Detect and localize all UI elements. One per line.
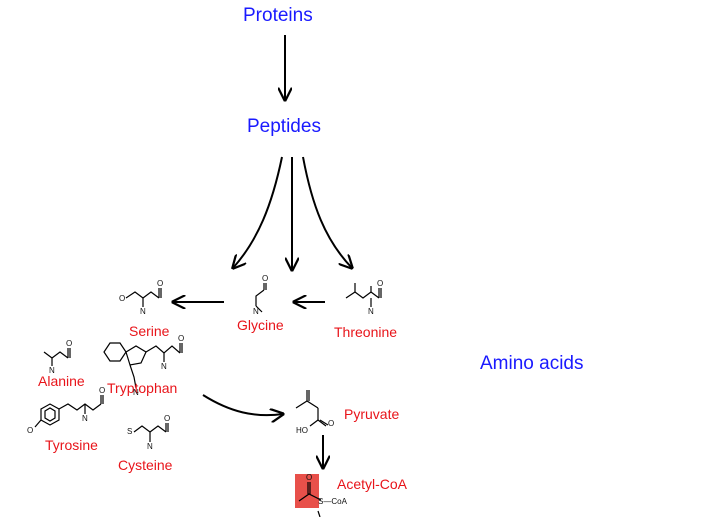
alanine-nitrogen: N [49, 366, 55, 375]
tyrosine-oxygen-carbonyl: O [99, 386, 106, 395]
tyrosine-oxygen-hydroxyl: O [27, 426, 34, 435]
tryptophan-label: Tryptophan [107, 380, 178, 396]
glycine-nitrogen: N [253, 307, 259, 316]
tryptophan-oxygen: O [178, 334, 185, 343]
serine-structure [125, 288, 162, 307]
alanine-label: Alanine [38, 373, 85, 389]
peptides-heading: Peptides [247, 116, 321, 137]
cysteine-oxygen: O [164, 414, 171, 423]
acetyl-highlight [295, 474, 319, 508]
glycine-label: Glycine [237, 317, 284, 333]
amino-acids-heading: Amino acids [480, 353, 584, 374]
serine-nitrogen: N [140, 307, 146, 316]
glycine-structure [255, 283, 267, 313]
arrow-amino-acids-to-pyruvate [202, 394, 283, 415]
alanine-structure [43, 348, 71, 366]
pyruvate-label: Pyruvate [344, 406, 400, 422]
serine-oxygen-carbonyl: O [157, 279, 164, 288]
threonine-structure [345, 283, 382, 307]
acetyl-coa-oxygen: O [306, 473, 313, 482]
tryptophan-structure [103, 342, 183, 389]
acetyl-coa-structure [298, 482, 322, 517]
threonine-oxygen-carbonyl: O [377, 279, 384, 288]
threonine-label: Threonine [334, 324, 398, 340]
acetyl-coa-thioester: S—CoA [318, 497, 347, 506]
cysteine-sulfur: S [127, 427, 133, 436]
tyrosine-nitrogen: N [82, 414, 88, 423]
serine-label: Serine [129, 323, 170, 339]
tryptophan-nitrogen-amine: N [161, 362, 167, 371]
glycine-oxygen: O [262, 274, 269, 283]
alanine-oxygen: O [66, 339, 73, 348]
pyruvate-oxygen: O [328, 419, 335, 428]
arrow-peptides-to-threonine [302, 156, 352, 268]
threonine-nitrogen: N [368, 307, 374, 316]
tryptophan-nitrogen-ring: N [133, 388, 139, 397]
pyruvate-structure [295, 390, 329, 427]
tyrosine-structure [34, 395, 104, 428]
pyruvate-hydroxyl: HO [296, 426, 308, 435]
tyrosine-label: Tyrosine [45, 437, 98, 453]
acetyl-coa-label: Acetyl-CoA [337, 476, 408, 492]
cysteine-nitrogen: N [147, 442, 153, 451]
arrow-peptides-to-serine [233, 156, 283, 268]
serine-oxygen-left: O [119, 294, 126, 303]
proteins-heading: Proteins [243, 5, 313, 26]
cysteine-structure [133, 423, 169, 442]
cysteine-label: Cysteine [118, 457, 173, 473]
